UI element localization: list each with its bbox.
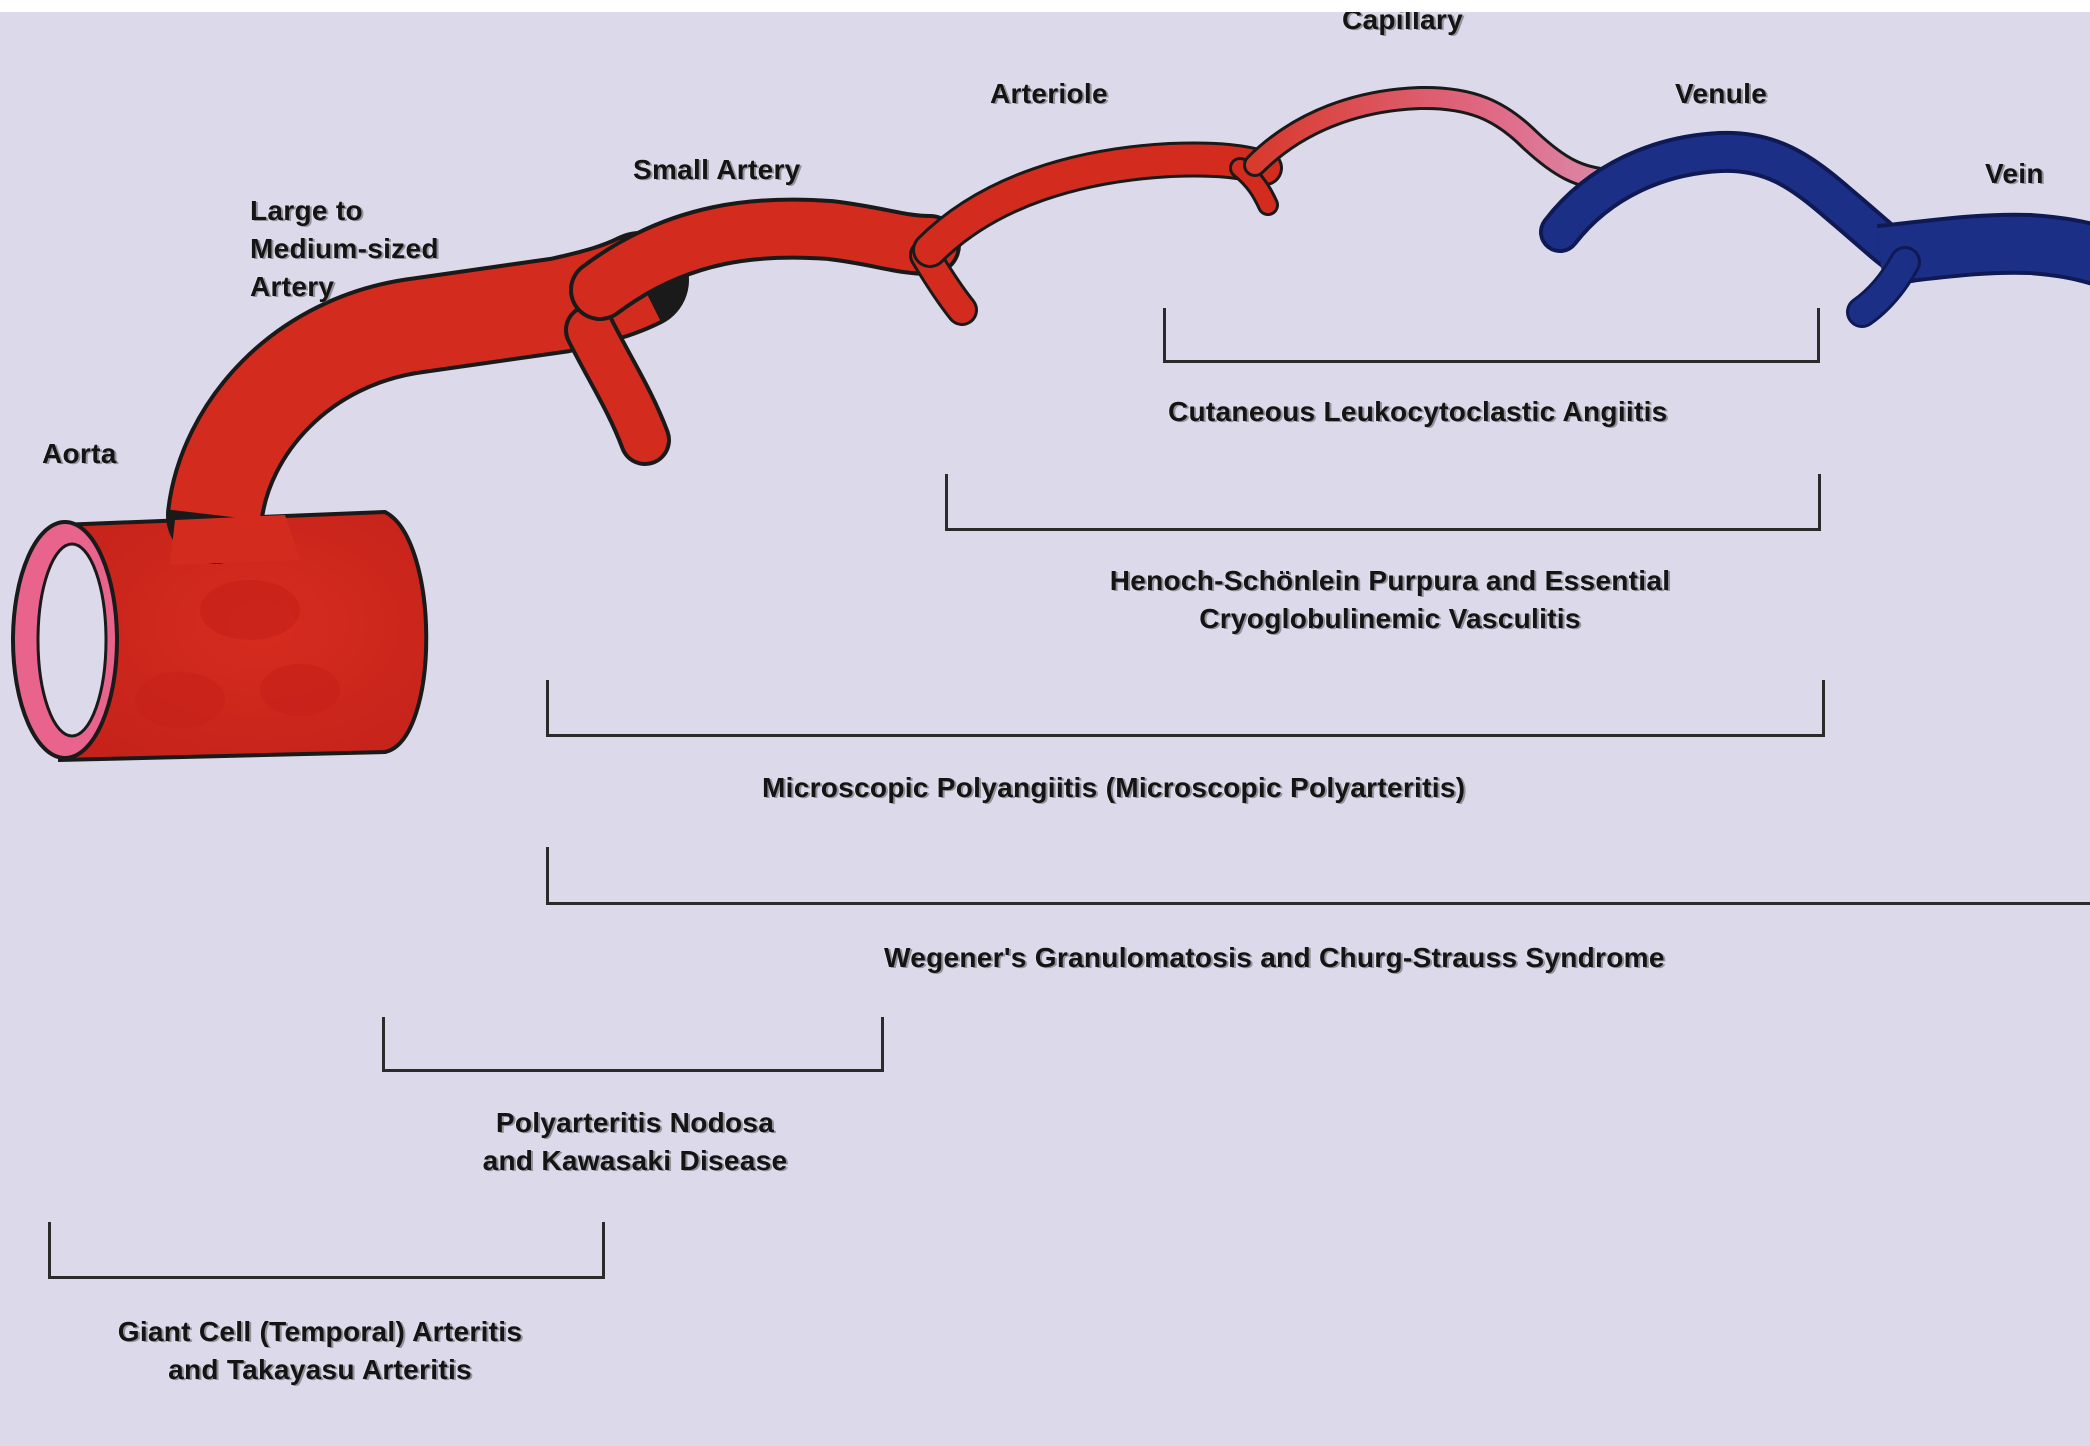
henoch-label-line-1: Henoch-Schönlein Purpura and Essential (1010, 562, 1770, 600)
giant-cell-takayasu-label: Giant Cell (Temporal) Arteritis and Taka… (50, 1313, 590, 1389)
large-artery-label-line-2: Medium-sized (250, 230, 439, 268)
polyarteritis-kawasaki-label: Polyarteritis Nodosa and Kawasaki Diseas… (420, 1104, 850, 1180)
wegener-range-bracket (546, 847, 2090, 905)
large-artery-label-line-3: Artery (250, 268, 439, 306)
aorta-label: Aorta (42, 436, 117, 472)
vein-label: Vein (1985, 156, 2044, 192)
giant-cell-label-line-1: Giant Cell (Temporal) Arteritis (50, 1313, 590, 1351)
henoch-label-line-2: Cryoglobulinemic Vasculitis (1010, 600, 1770, 638)
large-artery-label: Large to Medium-sized Artery (250, 192, 439, 306)
giant-cell-range-bracket (48, 1222, 605, 1279)
microscopic-polyangiitis-label: Microscopic Polyangiitis (Microscopic Po… (762, 770, 1465, 806)
capillary-label: Capillary (1342, 2, 1463, 38)
cutaneous-leukocytoclastic-angiitis-label: Cutaneous Leukocytoclastic Angiitis (1168, 394, 1668, 430)
pan-label-line-1: Polyarteritis Nodosa (420, 1104, 850, 1142)
microscopic-range-bracket (546, 680, 1825, 737)
giant-cell-label-line-2: and Takayasu Arteritis (50, 1351, 590, 1389)
arteriole-label: Arteriole (990, 76, 1108, 112)
pan-kawasaki-range-bracket (382, 1017, 884, 1072)
wegener-churg-strauss-label: Wegener's Granulomatosis and Churg-Strau… (884, 940, 1665, 976)
cutaneous-range-bracket (1163, 308, 1820, 363)
large-artery-label-line-1: Large to (250, 192, 439, 230)
henoch-range-bracket (945, 474, 1821, 531)
pan-label-line-2: and Kawasaki Disease (420, 1142, 850, 1180)
venule-label: Venule (1675, 76, 1767, 112)
henoch-schonlein-label: Henoch-Schönlein Purpura and Essential C… (1010, 562, 1770, 638)
small-artery-label: Small Artery (633, 152, 801, 188)
